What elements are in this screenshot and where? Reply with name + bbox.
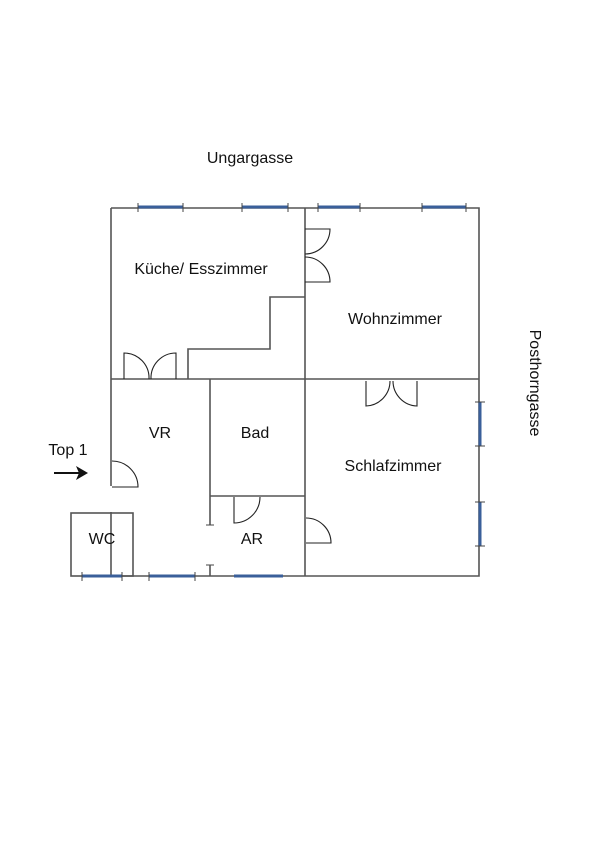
entrance-label: Top 1 [48, 442, 87, 459]
room-label-living: Wohnzimmer [348, 311, 443, 328]
street-label-right: Posthorngasse [526, 330, 543, 437]
room-label-wc: WC [89, 531, 116, 548]
windows [81, 203, 485, 581]
outer-wall-top-right [111, 207, 480, 577]
entrance-arrow-icon [54, 466, 88, 480]
outer-wall-bottom [110, 512, 305, 577]
room-label-storage: AR [241, 531, 263, 548]
doors [111, 228, 418, 544]
door-kitchen-living-lower [304, 256, 331, 283]
door-kitchen-hall-right [150, 352, 177, 380]
door-living-bedroom-right [392, 380, 418, 407]
door-storage [233, 496, 261, 524]
room-label-bath: Bad [241, 425, 269, 442]
door-living-bedroom-left [365, 380, 391, 407]
room-label-bedroom: Schlafzimmer [345, 458, 443, 475]
interior-walls [70, 208, 479, 577]
door-entrance [111, 460, 139, 488]
street-label-top: Ungargasse [207, 150, 293, 167]
door-kitchen-hall-left [123, 352, 150, 380]
wall-kitchen-stepped [187, 296, 305, 379]
room-label-kitchen: Küche/ Esszimmer [134, 261, 268, 278]
door-kitchen-living-upper [304, 228, 331, 255]
room-label-hall: VR [149, 425, 171, 442]
door-bedroom [305, 517, 332, 544]
